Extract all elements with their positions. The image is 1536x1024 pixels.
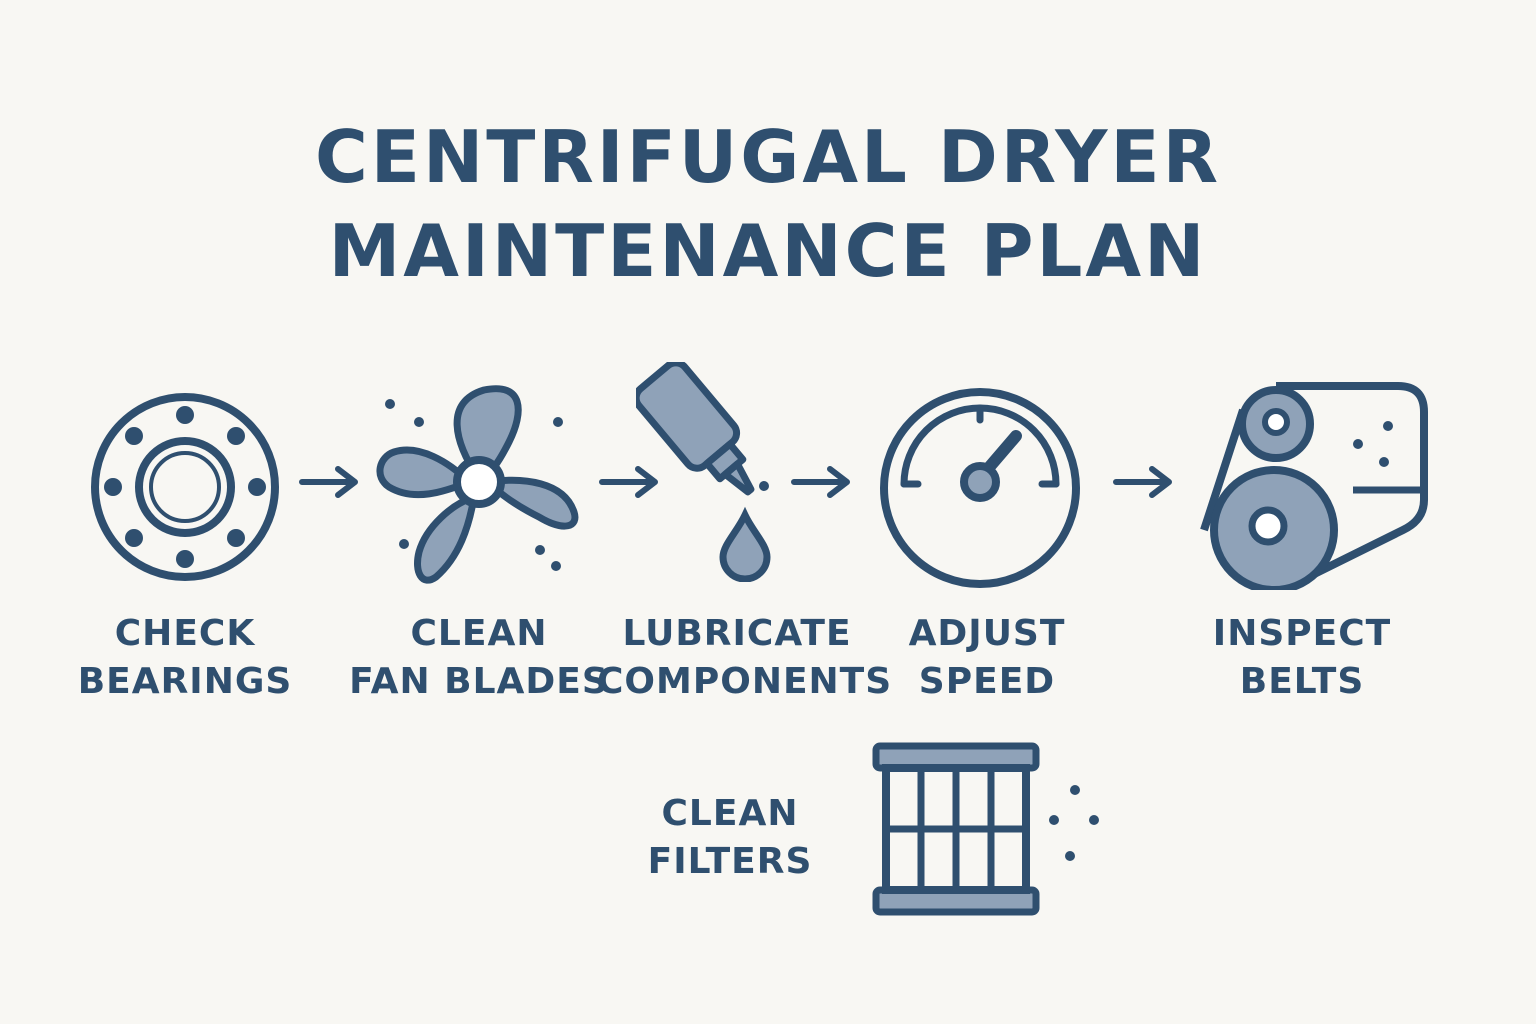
bearing-icon <box>91 393 279 581</box>
page-title: CENTRIFUGAL DRYER MAINTENANCE PLAN <box>0 110 1536 298</box>
step-label-inspect-belts: INSPECT BELTS <box>1212 613 1392 702</box>
title-line-1: CENTRIFUGAL DRYER <box>314 115 1222 199</box>
title-line-2: MAINTENANCE PLAN <box>328 209 1208 293</box>
oil-bottle-icon <box>636 362 771 582</box>
step-label-check-bearings: CHECK BEARINGS <box>77 613 293 702</box>
step-label-clean-filters: CLEAN FILTERS <box>647 793 813 882</box>
arrow-right-icon <box>299 466 358 498</box>
step-label-clean-fan-blades: CLEAN FAN BLADES <box>349 613 609 702</box>
arrow-right-icon <box>599 466 658 498</box>
fan-icon <box>376 385 579 584</box>
belt-icon <box>1200 382 1428 590</box>
step-label-lubricate-components: LUBRICATE COMPONENTS <box>597 613 893 702</box>
step-label-adjust-speed: ADJUST SPEED <box>908 613 1066 702</box>
arrow-right-icon <box>1113 466 1172 498</box>
filter-icon <box>872 742 1099 916</box>
speed-gauge-icon <box>880 388 1080 588</box>
arrow-right-icon <box>791 466 850 498</box>
